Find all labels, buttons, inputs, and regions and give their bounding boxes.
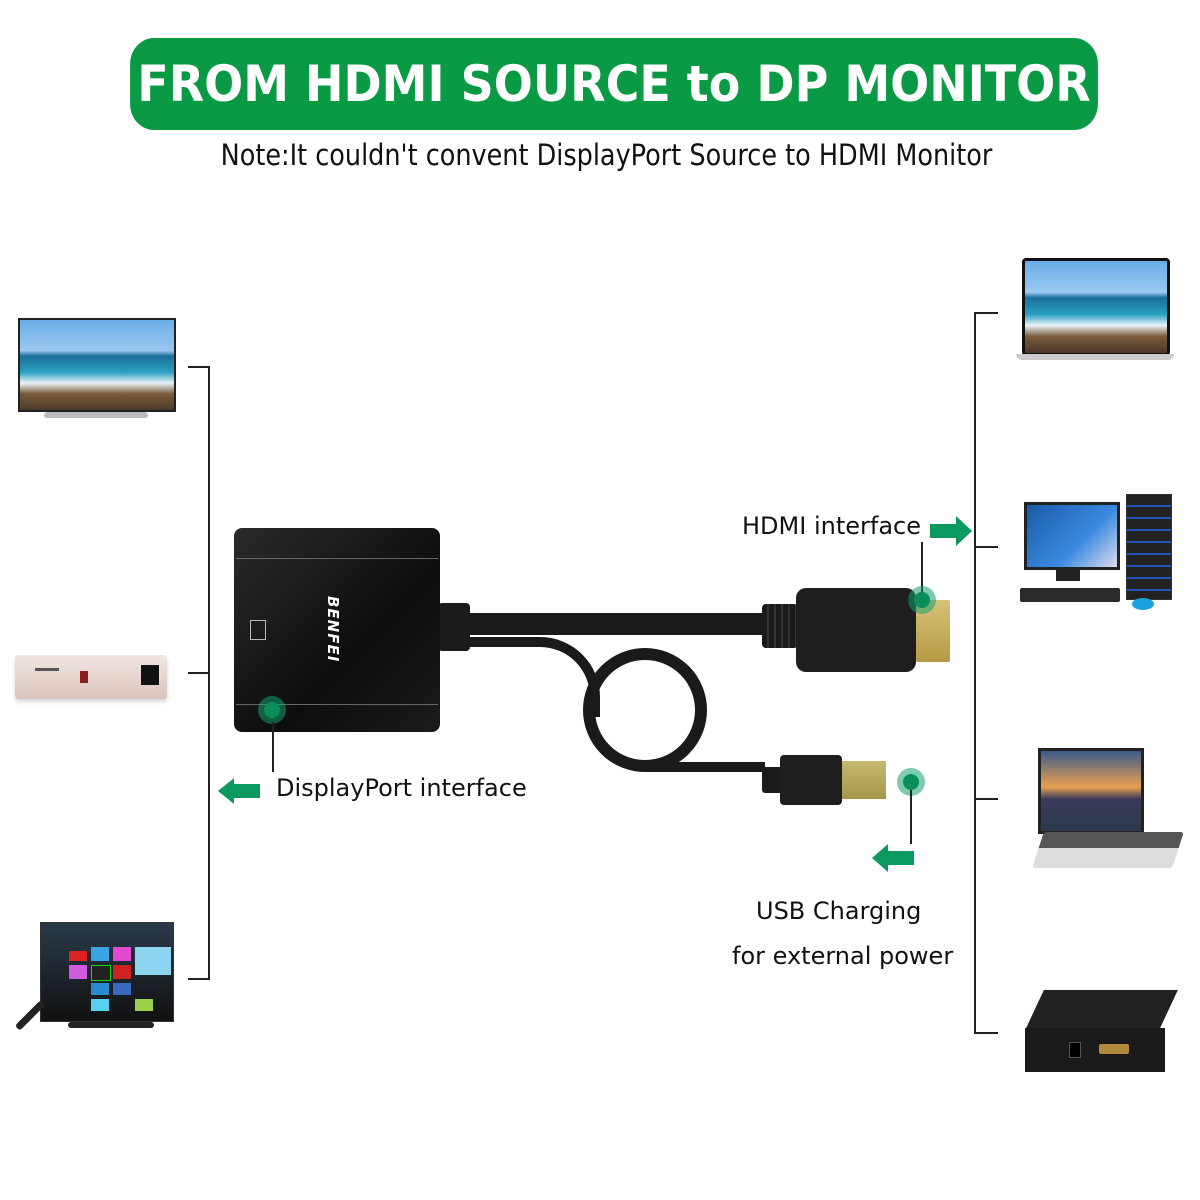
app-tile — [91, 999, 109, 1011]
splitter-front — [1025, 1028, 1165, 1072]
hdmi-cable — [470, 613, 770, 635]
usb-plug-tip — [842, 761, 886, 799]
dot-inner — [264, 702, 280, 718]
usb-plug-body — [780, 755, 842, 805]
app-tile — [91, 965, 111, 981]
arrow-left-icon — [218, 778, 262, 804]
hdmi-plug-grip — [762, 604, 798, 648]
macbook-device — [1016, 258, 1174, 360]
left-bracket-top — [188, 366, 210, 368]
splitter-top — [1026, 990, 1178, 1028]
title-banner: FROM HDMI SOURCE to DP MONITOR — [130, 38, 1098, 130]
hdmi-callout-line — [921, 542, 923, 592]
cable-strain-relief — [438, 603, 470, 651]
brand-logo: BENFEI — [324, 596, 342, 663]
right-bracket-2 — [974, 546, 998, 548]
pc-monitor-stand — [1056, 567, 1080, 581]
usb-cable-loop — [583, 648, 707, 772]
projector-vent — [35, 668, 59, 671]
usb-power-label: for external power — [732, 942, 954, 970]
pc-tower — [1126, 494, 1172, 600]
smart-tv-device — [40, 922, 174, 1032]
laptop-keyboard — [1032, 832, 1184, 868]
dp-callout-line — [272, 722, 274, 772]
adapter-edge-top — [236, 558, 438, 559]
arrow-left-icon — [872, 844, 916, 872]
app-tile — [91, 983, 109, 995]
smart-tv-stand — [68, 1022, 154, 1028]
dp-interface-label: DisplayPort interface — [276, 774, 527, 802]
adapter-edge-bottom — [236, 704, 438, 705]
usb-callout-line — [910, 790, 912, 844]
dot-inner — [903, 774, 919, 790]
arrow-shaft — [930, 524, 956, 538]
splitter-power-jack — [1069, 1042, 1081, 1058]
dot-inner — [914, 592, 930, 608]
smart-tv-screen — [40, 922, 174, 1022]
tv-device — [18, 318, 176, 423]
right-bracket-bottom — [974, 1032, 998, 1034]
app-tile — [69, 965, 87, 979]
usb-cable — [645, 762, 765, 772]
usb-plug-grip — [762, 767, 782, 793]
right-bracket-vertical — [974, 312, 976, 1033]
app-tile — [69, 951, 87, 961]
pc-monitor — [1024, 502, 1120, 570]
pc-mouse — [1132, 598, 1154, 610]
usb-plug — [762, 755, 892, 805]
macbook-base — [1016, 354, 1174, 360]
arrow-shaft — [234, 784, 260, 798]
app-tile — [135, 947, 171, 975]
usb-cable-curve — [470, 637, 600, 717]
projector-button — [80, 671, 88, 683]
monitor-icon — [250, 620, 266, 640]
tv-stand — [44, 412, 148, 418]
hdmi-interface-label: HDMI interface — [742, 512, 921, 540]
desktop-pc-device — [1018, 494, 1174, 612]
hdmi-plug — [762, 588, 950, 672]
usb-charging-label: USB Charging — [756, 897, 922, 925]
projector-device — [15, 655, 167, 699]
arrow-right-icon — [930, 516, 974, 546]
note-text: Note:It couldn't convent DisplayPort Sou… — [220, 138, 993, 172]
macbook-screen — [1022, 258, 1170, 356]
arrow-head — [956, 516, 972, 546]
page-title: FROM HDMI SOURCE to DP MONITOR — [137, 55, 1091, 113]
laptop-device — [1032, 744, 1184, 870]
right-bracket-3 — [974, 798, 998, 800]
app-tile — [113, 965, 131, 979]
left-bracket-bottom — [188, 978, 210, 980]
pc-keyboard — [1020, 588, 1120, 602]
app-tile — [113, 983, 131, 995]
app-tile — [135, 999, 153, 1011]
arrow-head — [218, 778, 234, 804]
arrow-head — [872, 844, 888, 872]
tv-screen — [18, 318, 176, 412]
hdmi-splitter-device — [1025, 990, 1178, 1076]
app-tile — [91, 947, 109, 961]
right-bracket-top — [974, 312, 998, 314]
projector-port — [141, 665, 159, 685]
arrow-shaft — [888, 851, 914, 865]
hdmi-plug-body — [796, 588, 916, 672]
left-bracket-mid — [188, 672, 210, 674]
splitter-port — [1099, 1044, 1129, 1054]
app-tile — [113, 947, 131, 961]
laptop-screen — [1038, 748, 1144, 834]
